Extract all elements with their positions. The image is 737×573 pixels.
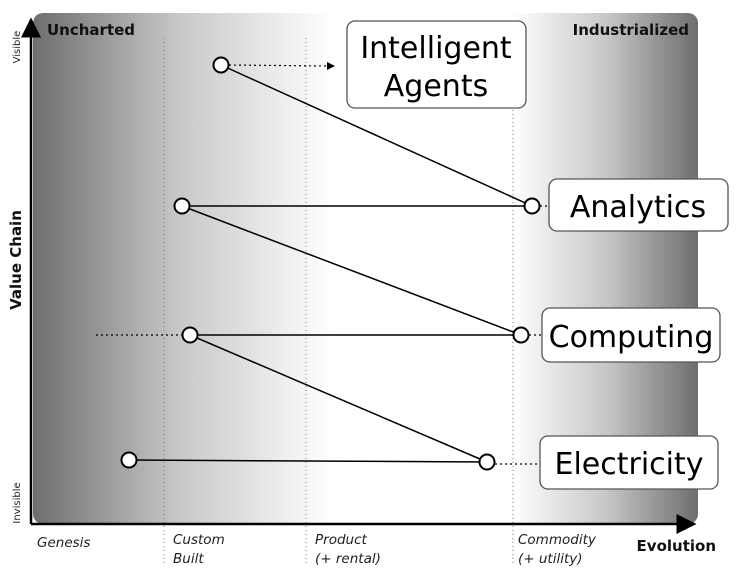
node-computing-custom[interactable]	[181, 326, 199, 344]
label-box-computing[interactable]: Computing	[541, 307, 721, 363]
intelligent-agents-line2: Agents	[384, 69, 488, 104]
label-box-electricity[interactable]: Electricity	[539, 435, 719, 490]
stage-commodity-line1: Commodity	[518, 532, 597, 548]
stage-genesis: Genesis	[37, 535, 90, 551]
computing-label: Computing	[549, 320, 714, 355]
electricity-label: Electricity	[554, 447, 703, 482]
node-analytics-custom[interactable]	[173, 197, 191, 215]
node-computing-commodity[interactable]	[512, 326, 530, 344]
node-electricity-genesis[interactable]	[120, 451, 138, 469]
y-axis-title: Value Chain	[7, 210, 25, 310]
stage-custom-line2: Built	[173, 551, 204, 567]
stage-commodity-line2: (+ utility)	[518, 551, 583, 567]
label-box-intelligent-agents[interactable]: Intelligent Agents	[346, 20, 527, 109]
uncharted-label: Uncharted	[47, 21, 135, 39]
intelligent-agents-line1: Intelligent	[360, 31, 512, 66]
stage-product-line1: Product	[315, 532, 367, 548]
x-axis-title: Evolution	[637, 537, 716, 555]
map-background	[33, 13, 698, 524]
link-electricity-evolution	[128, 459, 488, 463]
stage-custom-line1: Custom	[173, 532, 225, 548]
node-analytics-commodity[interactable]	[523, 197, 541, 215]
node-intelligent-agents[interactable]	[212, 56, 230, 74]
link-analytics-to-computing	[181, 205, 522, 336]
label-box-analytics[interactable]: Analytics	[548, 178, 729, 232]
node-electricity-commodity[interactable]	[478, 453, 496, 471]
analytics-label: Analytics	[570, 190, 706, 225]
link-computing-to-electricity	[189, 334, 488, 463]
agents-pointer-line	[228, 64, 328, 67]
y-axis-bottom-label: Invisible	[12, 482, 23, 523]
y-axis-top-label: Visible	[12, 31, 23, 64]
agents-pointer-arrow	[327, 62, 335, 70]
industrialized-label: Industrialized	[573, 21, 689, 39]
stage-product-line2: (+ rental)	[315, 551, 381, 567]
link-agents-to-analytics	[220, 64, 533, 207]
